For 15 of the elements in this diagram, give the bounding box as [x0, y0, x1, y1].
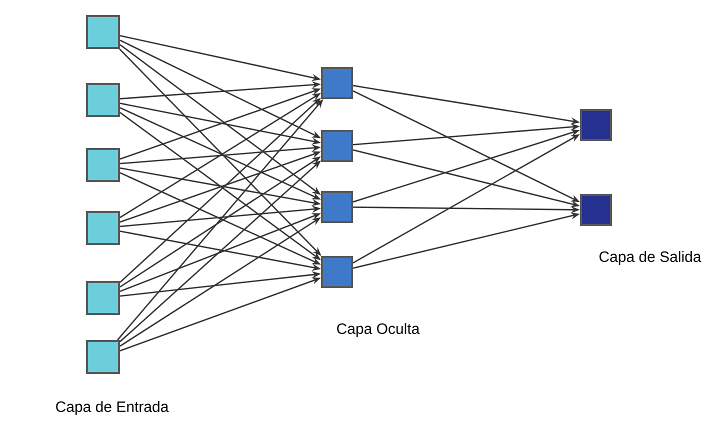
neuron-box	[86, 148, 120, 182]
layer-label: Capa de Entrada	[56, 401, 169, 415]
neuron-box	[321, 256, 353, 288]
neuron-box	[321, 67, 353, 99]
neuron-box	[86, 280, 120, 315]
neuron-box	[86, 340, 120, 374]
neuron-box	[86, 15, 120, 49]
neuron-box	[580, 109, 612, 141]
neuron-box	[86, 83, 120, 117]
neuron-box	[580, 194, 612, 226]
layer-label: Capa Oculta	[337, 323, 420, 337]
neuron-box	[321, 191, 353, 223]
neuron-box	[321, 130, 353, 162]
neuron-box	[86, 211, 120, 245]
layer-label: Capa de Salida	[599, 251, 702, 265]
